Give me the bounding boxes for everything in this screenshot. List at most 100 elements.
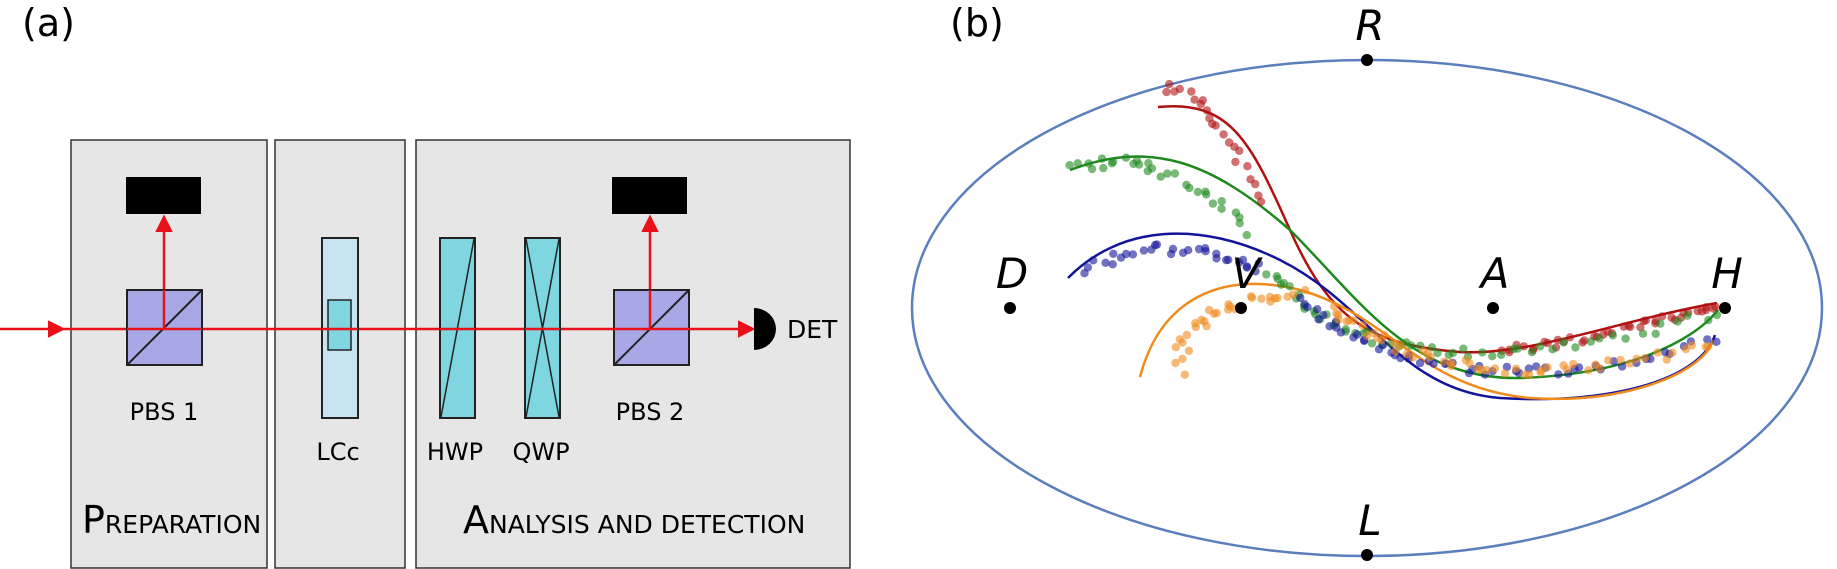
orange-data-point [1681, 345, 1691, 354]
green-data-point [1367, 339, 1377, 348]
blue-trajectory [1067, 232, 1717, 401]
blue-data-point [1313, 305, 1322, 314]
red-data-point [1235, 146, 1244, 155]
red-data-point [1190, 95, 1199, 104]
red-data-point [1565, 333, 1575, 342]
blue-data-point [1712, 337, 1721, 346]
panel-a: (a) PBS 1 LCc [0, 1, 851, 569]
green-data-point [1217, 204, 1226, 213]
green-data-point [1651, 329, 1660, 338]
blue-data-point [1524, 364, 1534, 373]
blue-data-point [1083, 263, 1093, 272]
green-data-point [1087, 164, 1097, 174]
green-data-point [1156, 172, 1165, 181]
blue-data-point [1415, 358, 1425, 368]
orange-data-point [1632, 354, 1641, 364]
green-data-point [1448, 348, 1458, 358]
orange-data-point [1640, 353, 1650, 363]
orange-data-point [1200, 317, 1209, 326]
green-data-point [1109, 157, 1118, 166]
red-data-point [1165, 79, 1174, 89]
green-data-point [1459, 344, 1468, 353]
orange-data-point [1402, 349, 1411, 359]
blue-data-point [1122, 249, 1131, 259]
orange-data-point [1257, 294, 1266, 303]
pole-d-dot [1004, 302, 1016, 314]
red-data-point [1543, 338, 1552, 348]
orange-data-point [1490, 364, 1500, 373]
pole-h-label: H [1711, 249, 1743, 298]
green-data-point [1285, 282, 1294, 291]
orange-data-point [1584, 366, 1593, 375]
orange-data-point [1301, 286, 1310, 295]
red-data-point [1641, 316, 1651, 325]
blue-data-point [1296, 293, 1305, 303]
orange-data-point [1616, 355, 1625, 365]
green-data-point [1235, 219, 1244, 228]
hwp-label: HWP [427, 438, 483, 466]
blue-data-point [1168, 244, 1178, 254]
blue-data-point [1254, 259, 1264, 268]
orange-data-point [1595, 364, 1604, 373]
green-data-point [1712, 310, 1722, 320]
orange-data-point [1662, 355, 1672, 364]
red-data-point [1256, 197, 1266, 206]
green-data-point [1548, 345, 1557, 354]
red-data-point [1625, 322, 1635, 332]
green-data-point [1478, 348, 1487, 357]
blue-data-point [1554, 370, 1563, 379]
blue-data-point [1300, 299, 1309, 309]
orange-data-point [1247, 293, 1257, 302]
qwp-label: QWP [512, 438, 569, 466]
orange-data-point [1349, 316, 1359, 325]
orange-data-point [1180, 370, 1190, 379]
orange-data-point [1536, 366, 1546, 375]
red-data-point [1580, 336, 1589, 345]
pole-r-label: R [1355, 1, 1384, 50]
blue-data-point [1109, 249, 1118, 258]
green-data-point [1262, 270, 1271, 279]
red-data-point [1219, 130, 1228, 139]
blue-data-point [1242, 263, 1252, 272]
green-data-point [1433, 348, 1442, 358]
det-label: DET [787, 315, 838, 344]
green-data-point [1193, 187, 1203, 197]
orange-data-point [1500, 369, 1510, 378]
orange-data-point [1178, 354, 1187, 364]
pole-a-label: A [1478, 249, 1510, 298]
orange-data-point [1358, 321, 1367, 330]
green-data-point [1202, 190, 1211, 199]
blue-data-point [1325, 322, 1334, 331]
green-data-point [1217, 197, 1226, 206]
blue-data-point [1617, 362, 1627, 371]
green-data-point [1427, 343, 1437, 352]
green-data-point [1121, 153, 1131, 162]
blue-data-point [1139, 246, 1149, 255]
orange-data-point [1653, 348, 1662, 357]
green-data-point [1185, 183, 1194, 193]
green-data-point [1163, 169, 1172, 178]
orange-data-point [1184, 346, 1194, 355]
blue-data-point [1224, 255, 1233, 264]
orange-data-point [1273, 293, 1282, 303]
orange-data-point [1265, 292, 1275, 302]
green-data-point [1097, 154, 1107, 163]
blue-data-point [1396, 353, 1405, 363]
green-data-point [1132, 156, 1142, 165]
orange-data-point [1625, 359, 1635, 368]
orange-data-point [1178, 338, 1187, 347]
blue-data-point [1502, 362, 1512, 372]
green-data-point [1242, 230, 1252, 240]
orange-data-point [1408, 353, 1418, 362]
sphere-outline [910, 58, 1824, 558]
green-data-point [1170, 169, 1180, 178]
blue-data-point [1184, 246, 1193, 255]
red-data-point [1711, 302, 1720, 311]
orange-data-point [1362, 331, 1372, 341]
red-data-point [1196, 99, 1206, 109]
pole-a-dot [1487, 302, 1499, 314]
orange-data-point [1668, 348, 1677, 357]
green-data-point [1586, 337, 1596, 346]
pole-l-dot [1361, 549, 1373, 561]
orange-data-point [1465, 359, 1474, 368]
